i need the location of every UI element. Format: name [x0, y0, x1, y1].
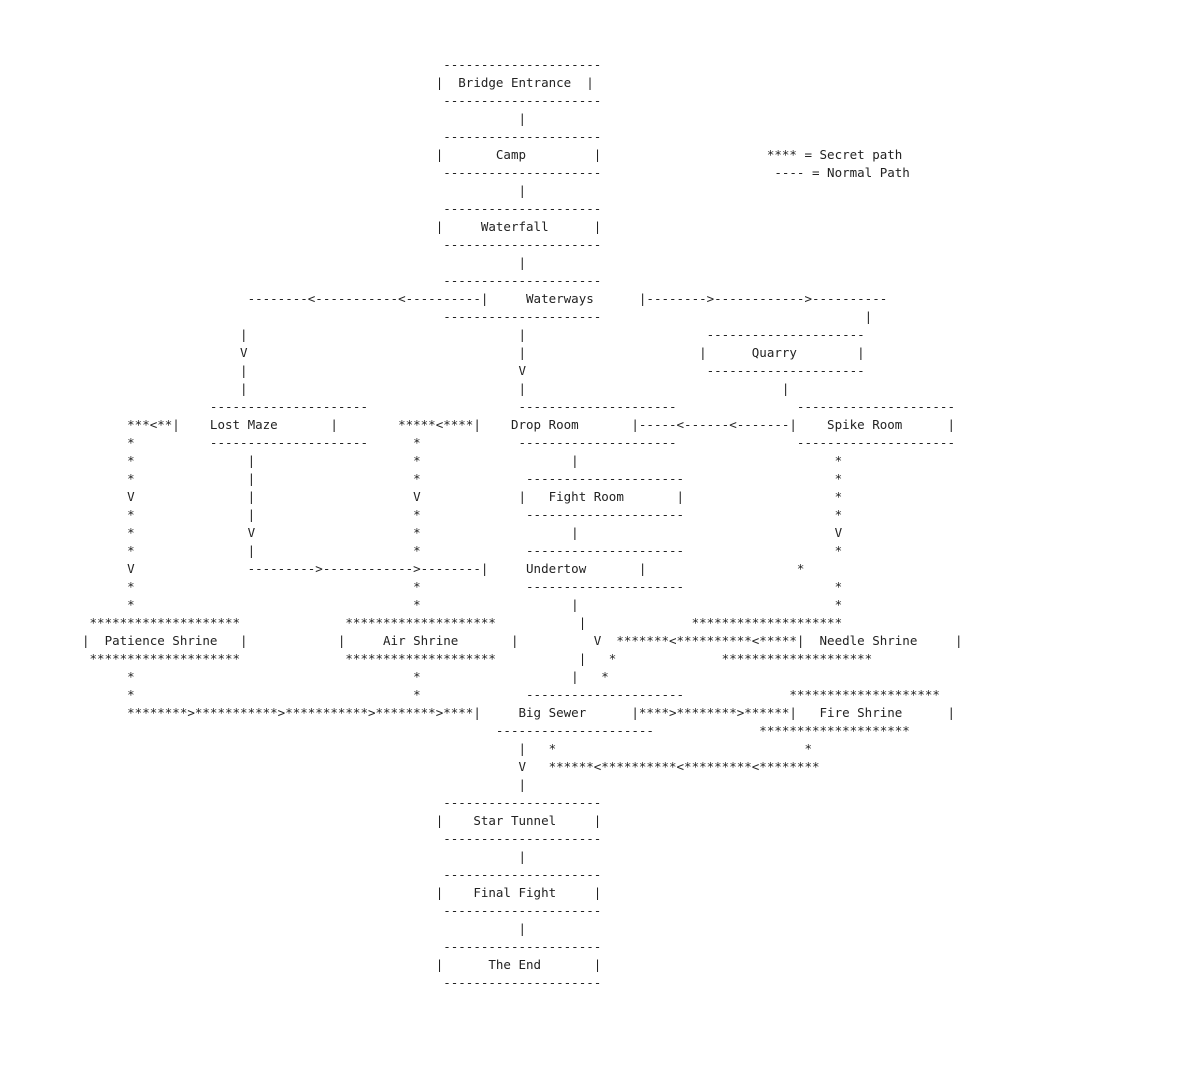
- diagram-line: | Bridge Entrance |: [82, 75, 594, 90]
- diagram-line: | Waterfall |: [82, 219, 602, 234]
- diagram-line: | | ---------------------: [82, 327, 865, 342]
- diagram-line: ***<**| Lost Maze | *****<****| Drop Roo…: [82, 417, 955, 432]
- diagram-line: ********>***********>***********>*******…: [82, 705, 955, 720]
- diagram-line: * | * --------------------- *: [82, 507, 843, 522]
- diagram-line: | Patience Shrine | | Air Shrine | V ***…: [82, 633, 963, 648]
- diagram-line: | Final Fight |: [82, 885, 602, 900]
- diagram-line: | V ---------------------: [82, 363, 865, 378]
- diagram-line: V | V | Fight Room | *: [82, 489, 843, 504]
- diagram-line: ---------------------: [82, 903, 602, 918]
- diagram-line: ---------------------: [82, 831, 602, 846]
- diagram-line: |: [82, 921, 527, 936]
- diagram-line: ---------------------: [82, 939, 602, 954]
- diagram-line: * * --------------------- *: [82, 579, 843, 594]
- diagram-line: --------------------- |: [82, 309, 873, 324]
- diagram-line: |: [82, 777, 527, 792]
- diagram-line: | | |: [82, 381, 790, 396]
- diagram-line: ---------------------: [82, 867, 602, 882]
- diagram-line: ******************** *******************…: [82, 615, 843, 630]
- diagram-line: * --------------------- * --------------…: [82, 435, 955, 450]
- diagram-line: --------<-----------<----------| Waterwa…: [82, 291, 888, 306]
- diagram-line: ---------------------: [82, 57, 602, 72]
- diagram-line: | Camp | **** = Secret path: [82, 147, 903, 162]
- diagram-line: |: [82, 183, 527, 198]
- diagram-line: |: [82, 255, 527, 270]
- diagram-line: * | * | *: [82, 453, 843, 468]
- diagram-line: * * | *: [82, 597, 843, 612]
- diagram-line: * * | *: [82, 669, 609, 684]
- diagram-line: V --------->------------>--------| Under…: [82, 561, 805, 576]
- diagram-line: |: [82, 111, 527, 126]
- diagram-line: ---------------------: [82, 795, 602, 810]
- diagram-line: * | * --------------------- *: [82, 471, 843, 486]
- diagram-line: * | * --------------------- *: [82, 543, 843, 558]
- diagram-line: ---------------------: [82, 273, 602, 288]
- diagram-line: * V * | V: [82, 525, 843, 540]
- diagram-line: | * *: [82, 741, 812, 756]
- diagram-line: | The End |: [82, 957, 602, 972]
- diagram-line: * * --------------------- **************…: [82, 687, 940, 702]
- diagram-line: ---------------------: [82, 129, 602, 144]
- diagram-line: --------------------- ------------------…: [82, 399, 955, 414]
- diagram-line: V ******<**********<*********<********: [82, 759, 820, 774]
- diagram-line: |: [82, 849, 527, 864]
- diagram-line: ---------------------: [82, 201, 602, 216]
- diagram-line: ---------------------: [82, 975, 602, 990]
- diagram-line: ******************** *******************…: [82, 651, 873, 666]
- diagram-line: --------------------- ---- = Normal Path: [82, 165, 910, 180]
- diagram-line: V | | Quarry |: [82, 345, 865, 360]
- diagram-line: ---------------------: [82, 93, 602, 108]
- diagram-line: | Star Tunnel |: [82, 813, 602, 828]
- diagram-line: --------------------- ******************…: [82, 723, 910, 738]
- diagram-line: ---------------------: [82, 237, 602, 252]
